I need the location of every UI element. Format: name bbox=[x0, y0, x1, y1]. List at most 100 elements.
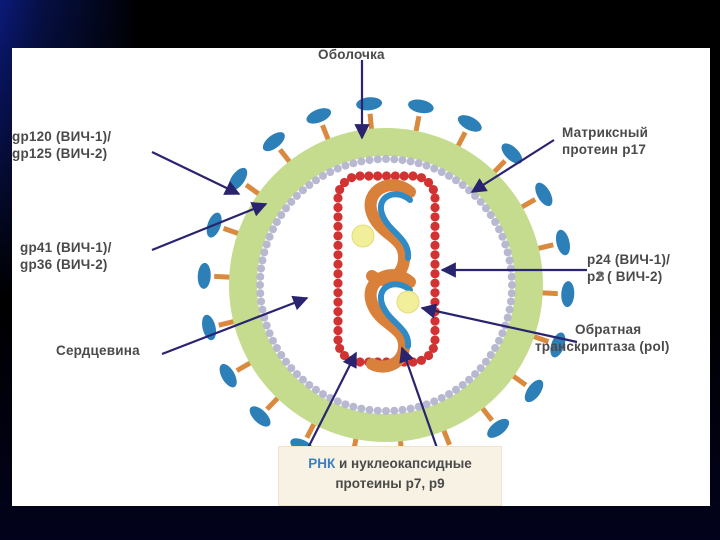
label-p24: p24 (ВИЧ-1)/p2 ( ВИЧ-2) bbox=[587, 252, 671, 284]
matrix-dot bbox=[298, 186, 307, 195]
matrix-dot bbox=[508, 281, 516, 289]
matrix-dot bbox=[311, 385, 320, 394]
capsid-dot bbox=[333, 316, 343, 326]
capsid-dot bbox=[423, 177, 434, 188]
matrix-dot bbox=[491, 218, 500, 226]
label-gp120: gp120 (ВИЧ-1)/gp125 (ВИЧ-2) bbox=[12, 129, 112, 161]
capsid-dot bbox=[430, 221, 440, 231]
matrix-dot bbox=[505, 256, 514, 265]
capsid-dot bbox=[430, 212, 440, 222]
matrix-dot bbox=[495, 225, 504, 234]
capsid-dot bbox=[408, 171, 418, 181]
spike-cap bbox=[408, 99, 434, 114]
spike-cap bbox=[356, 97, 383, 111]
capsid-dot bbox=[333, 250, 343, 260]
spike-cap bbox=[197, 262, 211, 289]
capsid-dot bbox=[430, 240, 440, 250]
matrix-dot bbox=[437, 167, 446, 176]
matrix-dot bbox=[507, 272, 516, 281]
label-core: Сердцевина bbox=[56, 343, 140, 358]
matrix-dot bbox=[486, 210, 495, 219]
label-gp41: gp41 (ВИЧ-1)/gp36 (ВИЧ-2) bbox=[20, 240, 112, 272]
matrix-dot bbox=[282, 357, 291, 366]
matrix-dot bbox=[256, 289, 265, 298]
reverse-transcriptase-2 bbox=[396, 290, 420, 314]
label-p24-overlap-glyph: 8 bbox=[597, 269, 605, 284]
matrix-dot bbox=[262, 321, 271, 330]
capsid-dot bbox=[408, 357, 418, 367]
capsid-dot bbox=[355, 171, 365, 181]
matrix-dot bbox=[305, 380, 314, 389]
matrix-dot bbox=[357, 404, 366, 413]
capsid-dot bbox=[333, 240, 343, 250]
matrix-dot bbox=[452, 176, 461, 185]
capsid-dot bbox=[430, 278, 440, 288]
matrix-dot bbox=[476, 364, 485, 373]
arrow-core bbox=[161, 295, 309, 356]
capsid-dot bbox=[333, 278, 343, 288]
matrix-dot bbox=[471, 370, 480, 379]
matrix-dot bbox=[258, 256, 267, 265]
spike-cap bbox=[262, 132, 285, 152]
matrix-dot bbox=[430, 397, 439, 406]
capsid-dot bbox=[416, 355, 427, 365]
spike-cap bbox=[306, 108, 332, 124]
matrix-dot bbox=[268, 336, 277, 345]
matrix-dot bbox=[265, 232, 274, 241]
matrix-dot bbox=[319, 171, 327, 180]
capsid-dot bbox=[333, 307, 343, 317]
rna-label-line1: РНК и нуклеокапсидные bbox=[279, 456, 501, 471]
capsid-dot bbox=[355, 357, 365, 367]
matrix-dot bbox=[256, 272, 265, 281]
capsid-dot bbox=[333, 259, 343, 269]
matrix-dot bbox=[458, 181, 467, 190]
matrix-dot bbox=[503, 248, 512, 257]
matrix-dot bbox=[507, 289, 516, 298]
matrix-dot bbox=[292, 370, 301, 379]
capsid-dot bbox=[346, 173, 357, 183]
capsid-dot bbox=[430, 250, 440, 260]
matrix-dot bbox=[262, 240, 271, 249]
matrix-dot bbox=[506, 297, 515, 306]
matrix-dot bbox=[349, 402, 358, 411]
matrix-dot bbox=[481, 204, 490, 213]
arrow-rna-right bbox=[399, 346, 439, 449]
rna-strand-lower-orange bbox=[364, 269, 416, 373]
matrix-dot bbox=[326, 167, 335, 176]
spike-cap bbox=[535, 182, 553, 207]
spike-cap bbox=[501, 143, 523, 164]
capsid-interior bbox=[338, 176, 435, 362]
capsid-dot bbox=[381, 171, 392, 181]
matrix-dot bbox=[305, 181, 314, 190]
matrix-dot bbox=[257, 297, 266, 306]
matrix-dot bbox=[486, 351, 495, 360]
matrix-dot bbox=[505, 305, 514, 314]
capsid-dot bbox=[333, 269, 343, 279]
virus-illustration bbox=[151, 60, 587, 473]
matrix-dot bbox=[373, 406, 382, 415]
label-envelope: Оболочка bbox=[318, 47, 385, 62]
reverse-transcriptase-1 bbox=[351, 224, 375, 248]
matrix-dot bbox=[373, 155, 382, 164]
capsid-dot bbox=[333, 221, 343, 231]
matrix-dot bbox=[465, 375, 474, 384]
capsid-dot bbox=[333, 202, 343, 213]
matrix-dot bbox=[458, 380, 467, 389]
rna-label-rest: и нуклеокапсидные bbox=[335, 456, 472, 471]
matrix-dot bbox=[258, 305, 267, 314]
spike-cap bbox=[457, 115, 482, 132]
capsid-dot bbox=[428, 343, 438, 354]
matrix-dot bbox=[406, 157, 415, 166]
matrix-dot bbox=[260, 248, 269, 257]
rna-strand-lower-blue bbox=[377, 281, 413, 349]
capsid-dot bbox=[430, 259, 440, 269]
matrix-dot bbox=[277, 210, 286, 219]
matrix-dot bbox=[422, 400, 431, 409]
matrix-dot bbox=[365, 405, 374, 414]
matrix-dot bbox=[333, 164, 342, 173]
capsid-dot bbox=[430, 202, 440, 213]
arrow-rt bbox=[420, 303, 578, 344]
rna-label-line2: протеины p7, p9 bbox=[335, 476, 445, 491]
